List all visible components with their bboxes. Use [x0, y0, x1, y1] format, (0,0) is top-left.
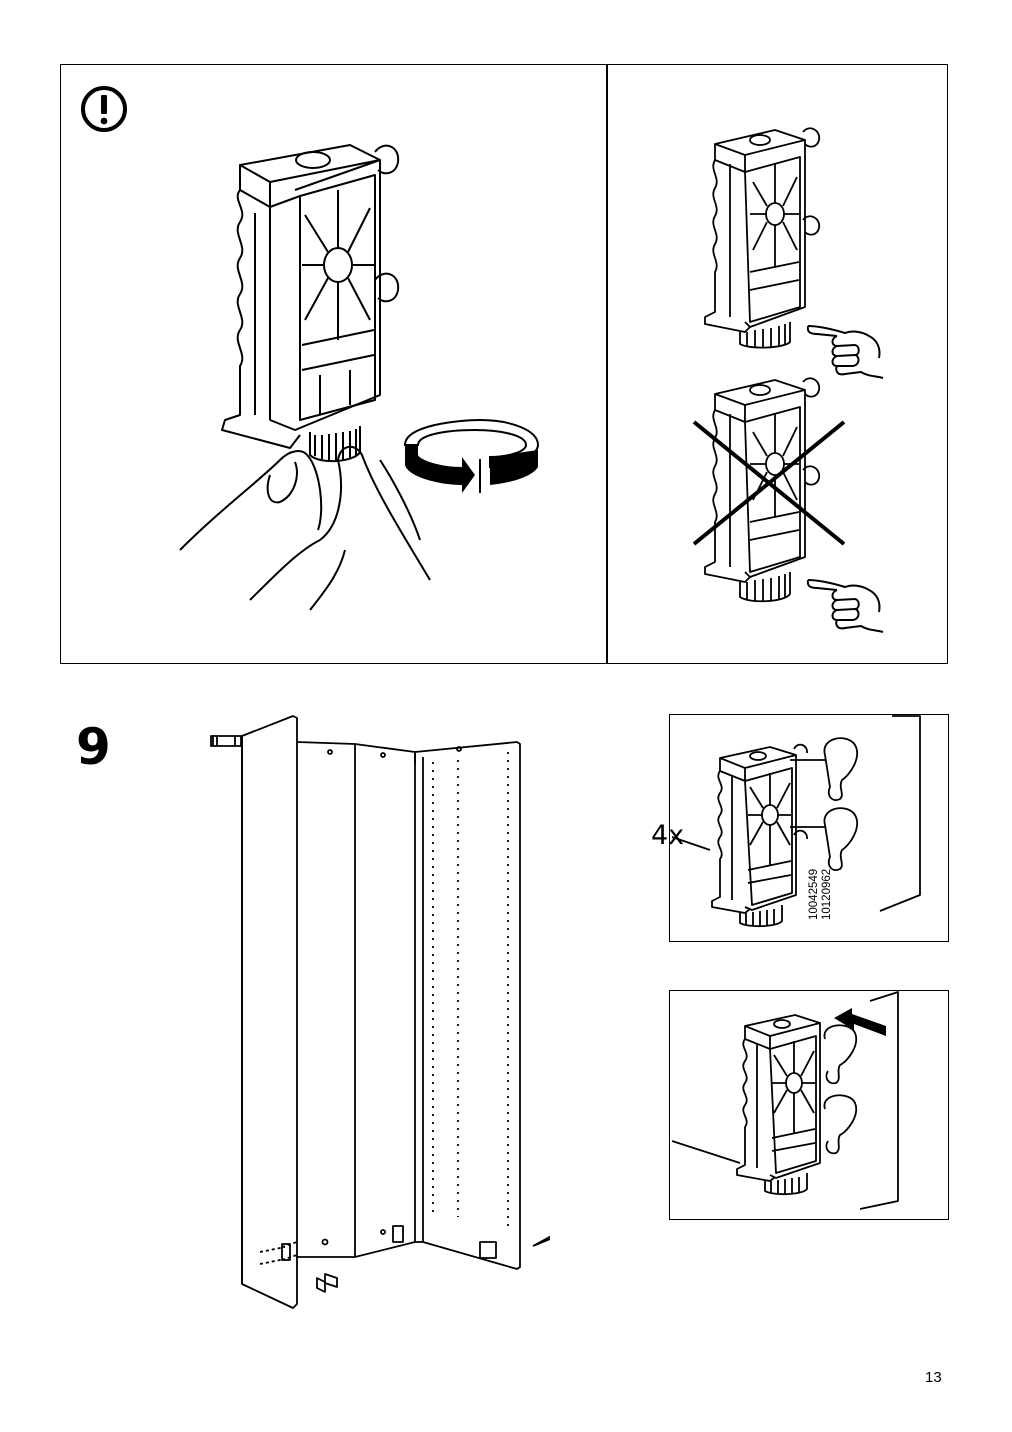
page-number: 13	[925, 1369, 942, 1386]
pointing-hand-icon	[806, 325, 884, 379]
exclamation-circle-icon	[81, 86, 127, 132]
step-number: 9	[76, 718, 111, 776]
frame-divider	[606, 64, 608, 664]
part-number: 10042549	[808, 868, 820, 920]
foot-incorrect-illustration	[704, 377, 821, 603]
detail-panel-quantity	[669, 714, 949, 942]
wardrobe-frame-illustration	[210, 715, 550, 1309]
foot-mounted-detail	[671, 991, 899, 1210]
cross-out-icon	[692, 420, 846, 546]
push-arrow-icon	[834, 1008, 886, 1036]
foot-insert-detail	[671, 715, 921, 928]
quantity-label: 4x	[651, 820, 685, 851]
adjustable-foot-illustration	[179, 144, 431, 611]
part-number: 10120962	[821, 868, 833, 920]
foot-correct-illustration	[704, 127, 821, 349]
pointing-hand-icon	[806, 579, 884, 633]
rotate-arrow-icon	[403, 418, 540, 493]
